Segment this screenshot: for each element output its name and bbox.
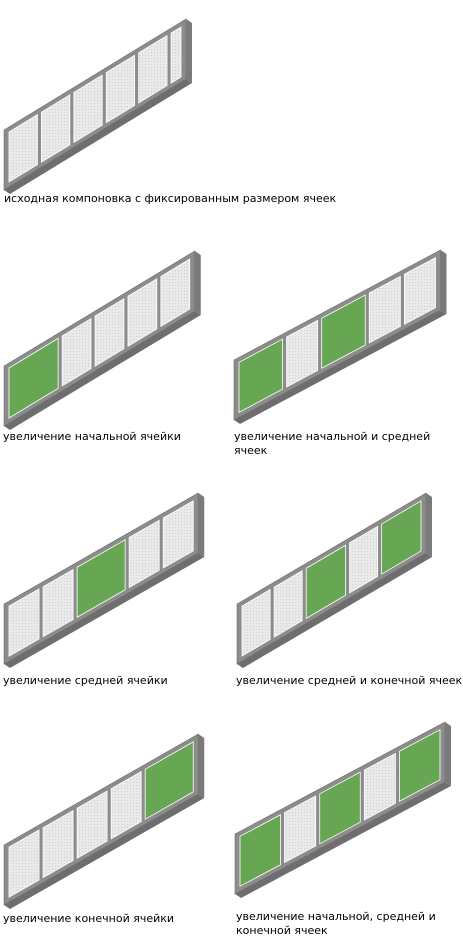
cell-fixed xyxy=(8,113,38,183)
caption-start-middle-end-enlarged: увеличение начальной, средней и конечной… xyxy=(236,910,436,937)
cell-enlarged xyxy=(239,814,281,887)
panel-start-middle-end-enlarged: увеличение начальной, средней и конечной… xyxy=(231,712,463,941)
cell-fixed xyxy=(349,525,379,594)
caption-original: исходная компоновка с фиксированным разм… xyxy=(4,192,337,205)
cell-enlarged xyxy=(399,728,441,802)
cell-fixed xyxy=(368,275,401,344)
cell-fixed xyxy=(127,278,158,347)
wall-diagram-original xyxy=(3,18,192,194)
cell-fixed xyxy=(128,519,160,589)
wall-diagram-end-enlarged xyxy=(3,733,205,909)
cell-fixed xyxy=(160,258,191,328)
cell-fixed xyxy=(42,809,74,879)
wall-diagram-start-middle-enlarged xyxy=(233,249,447,424)
panel-start-middle-enlarged: увеличение начальной и средней ячеек xyxy=(231,230,463,457)
cell-fixed xyxy=(284,795,317,864)
cell-enlarged xyxy=(381,500,422,575)
cell-fixed xyxy=(286,319,319,388)
cell-enlarged xyxy=(319,771,361,845)
wall-diagram-middle-enlarged xyxy=(3,492,205,668)
cell-fixed xyxy=(403,256,436,325)
cell-fixed xyxy=(363,752,396,821)
wall-diagram-start-enlarged xyxy=(3,250,201,430)
cell-fixed xyxy=(8,588,40,657)
caption-middle-end-enlarged: увеличение средней и конечной ячеек xyxy=(236,674,463,687)
panel-middle-enlarged: увеличение средней ячейки xyxy=(0,472,231,692)
cell-enlarged xyxy=(305,544,346,620)
cell-fixed xyxy=(105,54,136,124)
cell-enlarged xyxy=(8,337,59,419)
wall-diagram-middle-end-enlarged xyxy=(236,492,432,668)
panel-middle-end-enlarged: увеличение средней и конечной ячеек xyxy=(231,472,463,692)
cell-fixed xyxy=(170,26,182,84)
cell-fixed xyxy=(42,568,74,638)
caption-end-enlarged: увеличение конечной ячейки xyxy=(3,912,175,925)
cell-enlarged xyxy=(321,294,366,369)
cell-fixed xyxy=(138,34,168,104)
cell-fixed xyxy=(241,588,271,657)
cell-fixed xyxy=(73,74,103,144)
cell-fixed xyxy=(8,829,40,898)
caption-middle-enlarged: увеличение средней ячейки xyxy=(3,674,168,687)
cell-fixed xyxy=(273,570,303,638)
cell-fixed xyxy=(76,790,108,859)
caption-start-middle-enlarged: увеличение начальной и средней ячеек xyxy=(234,430,431,457)
caption-start-enlarged: увеличение начальной ячейки xyxy=(3,430,181,443)
cell-enlarged xyxy=(238,338,283,414)
cell-fixed xyxy=(61,317,92,387)
cell-fixed xyxy=(110,770,142,840)
cell-enlarged xyxy=(76,539,126,618)
panel-original: исходная компоновка с фиксированным разм… xyxy=(0,0,463,210)
cell-fixed xyxy=(162,500,194,569)
panel-end-enlarged: увеличение конечной ячейки xyxy=(0,712,231,941)
panel-start-enlarged: увеличение начальной ячейки xyxy=(0,230,231,450)
cell-fixed xyxy=(41,94,71,163)
wall-diagram-start-middle-end-enlarged xyxy=(234,721,451,898)
cell-fixed xyxy=(94,297,125,367)
cell-enlarged xyxy=(144,741,194,821)
